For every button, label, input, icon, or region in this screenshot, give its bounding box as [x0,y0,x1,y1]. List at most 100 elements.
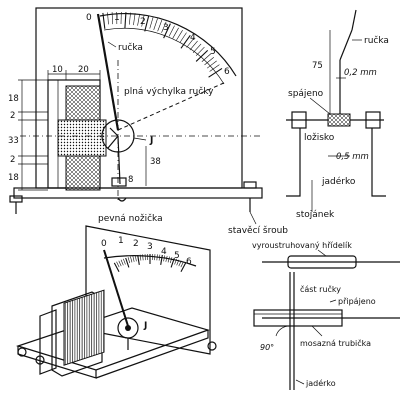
screw-right-head [243,181,257,189]
scale-num-4: 4 [190,33,196,43]
label-jadrko-bottom: jadérko [305,378,336,388]
scale-tick [123,258,126,265]
scale-ticks [102,12,223,78]
scale-tick [167,256,170,263]
pointer-needle [96,13,120,131]
scale-tick [169,257,173,264]
label-jadrko-top: jadérko [321,176,356,187]
persp-screw-left [17,347,27,357]
persp-num-1: 1 [118,236,124,246]
scale-tick [179,32,187,43]
scale-tick [165,255,168,262]
coil-bottom [65,155,101,191]
persp-num-2: 2 [133,239,139,249]
scale-tick [157,19,163,32]
pointer-tip-ext [351,9,357,31]
scale-tick [161,21,167,33]
dim-33: 33 [8,136,19,146]
leader-pripajeno [329,299,337,303]
full-deflection-line [117,81,227,131]
scale-tick [139,254,142,261]
label-stavecí-sroub: stavěcí šroub [228,225,288,236]
scale-tick [118,260,122,267]
scale-tick [129,12,131,25]
bearing-left [291,111,307,129]
scale-tick [180,34,191,49]
dim-2a: 2 [10,111,15,121]
scale-tick [172,27,179,39]
scale-tick [176,259,180,266]
leader-spajeno [309,97,331,115]
scale-tick [168,25,175,37]
scale-tick [132,255,135,262]
angle-arc [275,325,291,337]
scale-tick [180,261,184,268]
scale-tick [170,257,175,268]
scale-tick [125,257,130,268]
persp-screw-right [207,341,217,351]
persp-lamination [39,309,57,375]
scale-tick [137,254,140,265]
scale-tick [102,12,106,29]
post-base [111,177,127,187]
scale-tick [144,15,150,32]
scale-tick [153,18,158,30]
label-J-main: J [149,136,153,146]
label-J-persp: J [143,321,147,331]
persp-pivot [125,325,131,331]
persp-base-edge-right [95,330,209,379]
support-left [286,128,301,197]
shaft-detail: vyroustruhovaný hřídelík část ručky přip… [252,241,400,390]
front-view: 0 1 2 3 4 5 6 ručka plná výchylka ručky [8,7,288,236]
leader-J [133,137,147,141]
leader-trubicka [311,325,323,337]
label-stojanek: stojánek [296,210,335,220]
label-90deg: 90° [260,343,274,352]
leader-rucka [107,41,117,48]
scale-arc-inner [103,28,225,85]
dim-10: 10 [52,65,63,75]
label-plna-vychylka: plná výchylka ručky [124,86,214,97]
scale-tick [163,23,171,39]
persp-num-3: 3 [147,242,153,252]
base-plate [13,187,263,199]
scale-tick [195,49,209,62]
scale-tick [186,37,195,48]
screw-left-head [9,195,23,203]
dim-2b: 2 [10,155,15,165]
persp-num-5: 5 [174,251,180,261]
persp-num-0: 0 [101,239,107,249]
scale-tick [127,257,131,264]
scale-tick [137,13,140,26]
label-rucka: ručka [118,42,143,53]
core-center [57,119,107,157]
shaft-top-body [287,255,357,269]
core-lamination-left [47,79,59,189]
support-right [371,128,386,197]
label-pevna-nozicka: pevná nožička [98,213,163,224]
dim-05mm: 0,5 mm [336,152,369,162]
scale-tick [134,255,137,262]
scale-tick [158,254,161,261]
fixed-foot [117,197,127,202]
label-lozisko: ložisko [304,133,335,143]
scale-num-1: 1 [114,13,120,23]
scale-tick [133,13,136,26]
scale-tick [204,57,215,66]
leader-jadrko [295,379,305,385]
scale-tick [180,262,187,272]
dim-18b: 18 [8,173,19,183]
dim-75: 75 [312,61,323,71]
armature-pivot [107,127,119,149]
scale-tick [120,259,124,266]
scale-num-0: 0 [86,13,92,23]
scale-tick [209,64,220,72]
scale-tick [156,254,158,261]
label-pripajeno: připájeno [338,297,376,306]
scale-num-5: 5 [210,47,216,57]
persp-coil-windings [63,289,105,366]
leader-hridelik [317,249,327,257]
scale-num-3: 3 [163,23,169,33]
scale-num-6: 6 [224,67,230,77]
